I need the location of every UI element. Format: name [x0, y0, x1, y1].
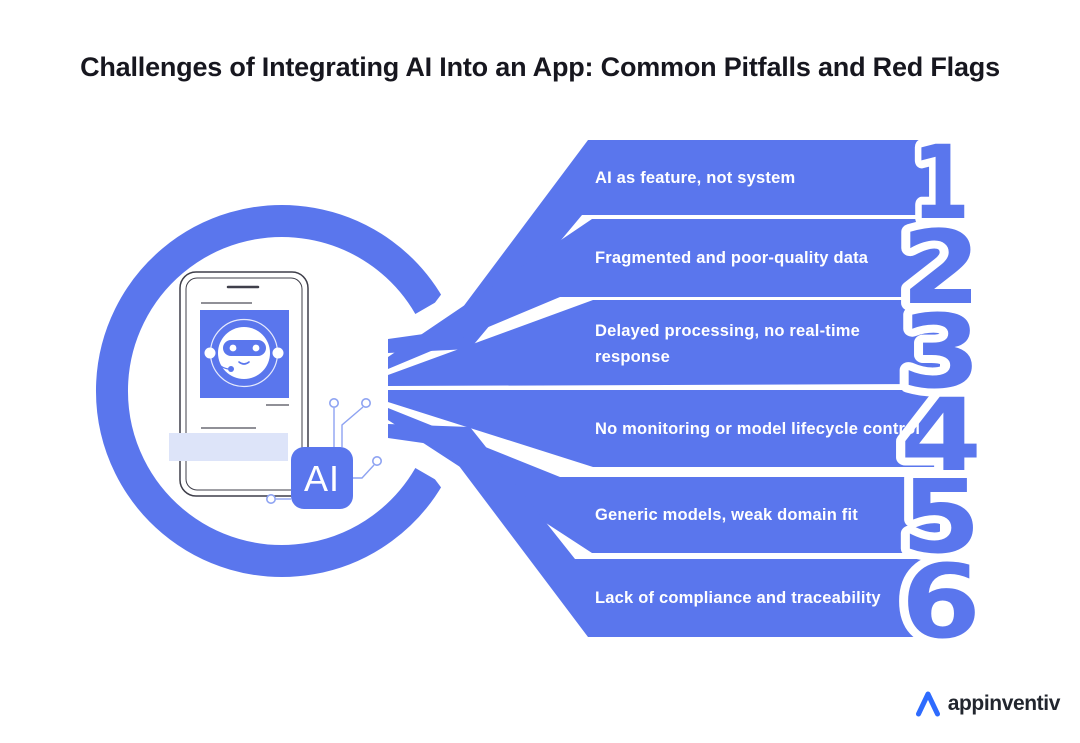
banner-item-5: Generic models, weak domain fit: [595, 477, 930, 553]
item-number: 3: [901, 293, 981, 412]
ring-shape: [95, 205, 444, 577]
phone-illustration: AI: [169, 271, 382, 509]
chatbot-avatar-icon: [200, 310, 289, 398]
item-number: 6: [901, 543, 981, 662]
circuit-node-icon: [265, 493, 276, 504]
page-title: Challenges of Integrating AI Into an App…: [80, 52, 1000, 82]
banner-item-2: Fragmented and poor-quality data: [595, 219, 930, 297]
banner-shape: [388, 390, 940, 467]
circuit-node-icon: [371, 455, 382, 466]
banner-shape: [388, 424, 940, 637]
highlight-bar: [169, 433, 288, 461]
banner-shape: [388, 140, 940, 353]
ai-chip-icon: AI: [291, 447, 353, 509]
item-number: 4: [900, 377, 982, 496]
banner-label: Fragmented and poor-quality data: [595, 249, 869, 267]
banner-item-4: No monitoring or model lifecycle control: [595, 390, 930, 467]
banner-item-1: AI as feature, not system: [595, 140, 930, 215]
brand-logo: appinventiv: [914, 690, 1060, 717]
ring-cut: [416, 221, 504, 333]
item-numbers: 1 2 3 4 5 6: [892, 116, 990, 670]
ai-chip-label: AI: [304, 458, 340, 499]
banner-shape: [388, 219, 940, 369]
circuit-node-icon: [360, 397, 371, 408]
ring-cut: [416, 449, 504, 561]
banner-item-6: Lack of compliance and traceability: [595, 559, 930, 637]
circuit-node-icon: [328, 397, 339, 408]
banner-label: Lack of compliance and traceability: [595, 589, 881, 607]
logo-triangle-icon: [915, 691, 940, 717]
banner-label: Delayed processing, no real-time respons…: [595, 321, 860, 366]
banner-shapes: [388, 140, 940, 637]
item-number: 2: [901, 209, 981, 328]
phone-inner-frame: [185, 277, 303, 491]
banner-label: No monitoring or model lifecycle control: [595, 419, 921, 438]
banner-shape: [388, 408, 940, 553]
item-number: 1: [912, 124, 970, 243]
banner-shape: [388, 300, 940, 386]
banner-label: AI as feature, not system: [595, 168, 796, 187]
circuit-traces: [276, 406, 375, 500]
banner-label: Generic models, weak domain fit: [595, 506, 858, 524]
brand-name: appinventiv: [947, 691, 1061, 715]
item-number: 5: [901, 458, 981, 577]
banner-item-3: Delayed processing, no real-time respons…: [595, 303, 930, 384]
circuit-nodes: [265, 397, 382, 504]
